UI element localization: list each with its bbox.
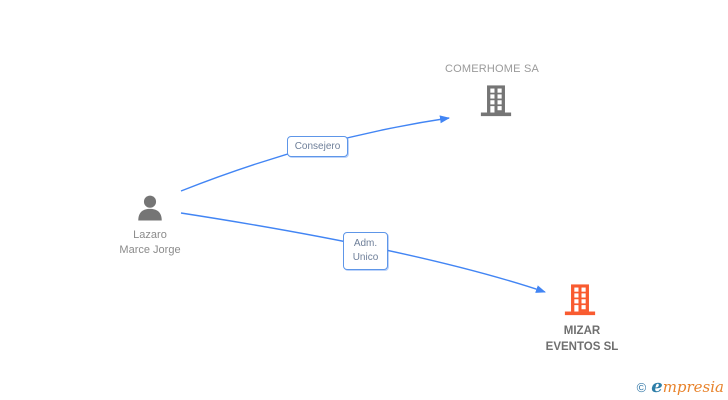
- building-icon-gray: [480, 85, 512, 117]
- relation-consejero-text: Consejero: [294, 141, 341, 152]
- person-name-line1: Lazaro: [133, 229, 167, 241]
- node-mizar[interactable]: [563, 283, 597, 317]
- relation-label-consejero: Consejero: [287, 136, 348, 157]
- copyright-icon: ©: [636, 380, 647, 395]
- relation-adm-unico-line2: Unico: [352, 252, 379, 263]
- relation-label-adm-unico: Adm. Unico: [343, 232, 388, 270]
- company-comerhome-label[interactable]: COMERHOME SA: [431, 63, 553, 76]
- person-icon: [138, 195, 162, 221]
- person-name-line2: Marce Jorge: [119, 244, 181, 256]
- relation-adm-unico-line1: Adm.: [353, 238, 378, 249]
- person-name-label[interactable]: Lazaro Marce Jorge: [88, 228, 212, 258]
- brand-text: mpresia: [662, 378, 724, 396]
- company-comerhome-name: COMERHOME SA: [444, 63, 540, 75]
- company-mizar-label[interactable]: MIZAR EVENTOS SL: [520, 323, 644, 355]
- brand-initial: e: [651, 376, 663, 397]
- node-person[interactable]: [134, 192, 166, 226]
- company-mizar-name-line2: EVENTOS SL: [545, 341, 619, 353]
- company-mizar-name-line1: MIZAR: [563, 325, 601, 337]
- node-comerhome[interactable]: [479, 84, 513, 118]
- empresia-logo[interactable]: © e mpresia: [637, 376, 724, 397]
- building-icon-orange: [564, 284, 596, 316]
